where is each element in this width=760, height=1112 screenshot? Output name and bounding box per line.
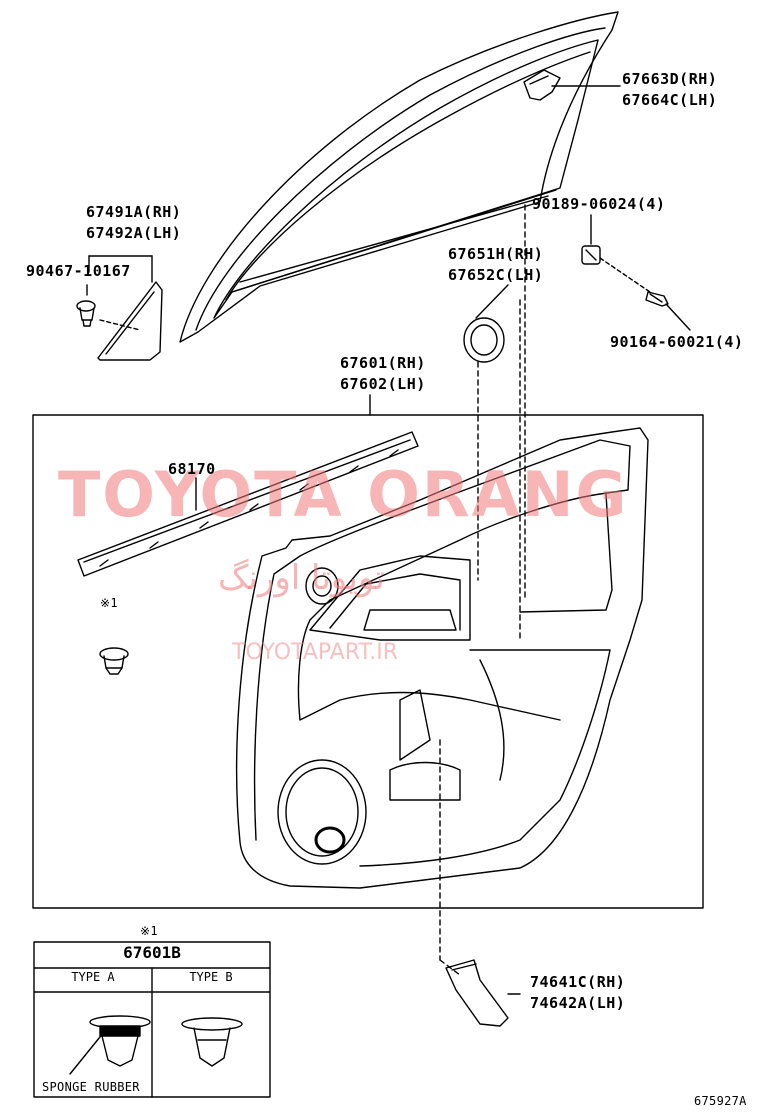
clip-67663d bbox=[523, 69, 621, 101]
label-note-mark: ※1 bbox=[100, 596, 118, 610]
label-74642a: 74642A(LH) bbox=[530, 994, 626, 1012]
label-67492a: 67492A(LH) bbox=[86, 224, 182, 242]
watermark-arabic: تویوتا اورنگ bbox=[218, 558, 385, 598]
label-90189: 90189-06024(4) bbox=[532, 195, 666, 213]
legend-box bbox=[33, 941, 271, 1098]
legend-mark: ※1 bbox=[140, 924, 158, 938]
legend-sponge-rubber: SPONGE RUBBER bbox=[42, 1080, 140, 1094]
belt-moulding bbox=[77, 431, 419, 577]
window-frame bbox=[179, 11, 619, 343]
mirror-corner-cover bbox=[86, 255, 163, 361]
handle-bezel bbox=[463, 284, 509, 581]
screw-90164 bbox=[645, 291, 691, 331]
label-67651h: 67651H(RH) bbox=[448, 245, 544, 263]
legend-type-b: TYPE B bbox=[189, 970, 233, 984]
label-67663d: 67663D(RH) bbox=[622, 70, 718, 88]
label-90467: 90467-10167 bbox=[26, 262, 131, 280]
legend-part-number: 67601B bbox=[123, 943, 181, 962]
assembly-box bbox=[32, 414, 704, 909]
label-90164: 90164-60021(4) bbox=[610, 333, 744, 351]
watermark-latin: TOYOTA ORANG bbox=[58, 458, 629, 531]
label-67491a: 67491A(RH) bbox=[86, 203, 182, 221]
lower-cover bbox=[445, 959, 521, 1027]
label-68170: 68170 bbox=[168, 460, 216, 478]
clip-90467 bbox=[76, 300, 96, 327]
label-74641c: 74641C(RH) bbox=[530, 973, 626, 991]
diagram-code: 675927A bbox=[694, 1094, 747, 1108]
clip-note-1 bbox=[99, 647, 129, 675]
legend-type-a: TYPE A bbox=[71, 970, 115, 984]
watermark-url: TOYOTAPART.IR bbox=[232, 640, 399, 665]
nut-90189 bbox=[581, 214, 651, 293]
door-trim-board bbox=[235, 427, 649, 889]
label-67601: 67601(RH) bbox=[340, 354, 426, 372]
label-67664c: 67664C(LH) bbox=[622, 91, 718, 109]
label-67652c: 67652C(LH) bbox=[448, 266, 544, 284]
label-67602: 67602(LH) bbox=[340, 375, 426, 393]
